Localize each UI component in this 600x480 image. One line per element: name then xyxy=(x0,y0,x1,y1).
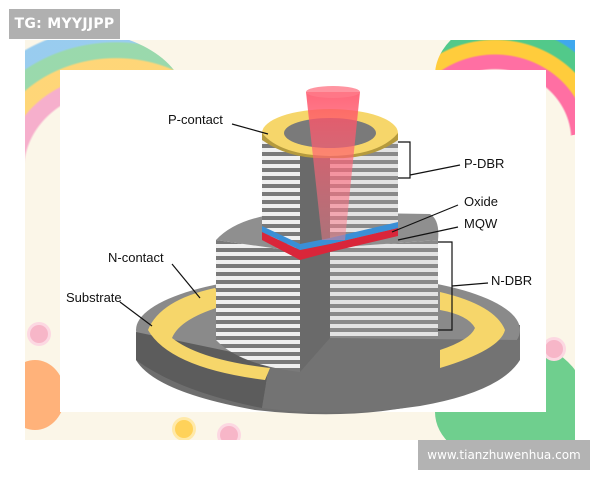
n-contact-ring-right xyxy=(440,292,505,368)
p-contact-leader xyxy=(231,123,269,135)
n-contact-label: N-contact xyxy=(108,250,164,265)
flower-icon xyxy=(545,340,563,358)
substrate-leader xyxy=(119,301,153,327)
flower-icon xyxy=(220,426,238,440)
laser-beam xyxy=(306,92,360,240)
p-dbr-bracket xyxy=(398,141,411,179)
substrate-label: Substrate xyxy=(66,290,122,305)
mqw-layer xyxy=(262,222,398,250)
n-contact-leader xyxy=(171,263,201,299)
n-contact-ring xyxy=(148,288,270,380)
laser-beam-top xyxy=(306,86,360,98)
mqw-label: MQW xyxy=(464,216,498,231)
mqw-leader xyxy=(397,226,459,241)
oxide-leader xyxy=(391,204,459,233)
p-contact-label: P-contact xyxy=(168,112,223,127)
oxide-label: Oxide xyxy=(464,194,498,209)
n-dbr-leader xyxy=(451,282,489,287)
tg-watermark-badge: TG: MYYJJPP xyxy=(9,9,120,39)
n-dbr-label: N-DBR xyxy=(491,273,532,288)
flower-icon xyxy=(175,420,193,438)
flower-icon xyxy=(30,325,48,343)
site-watermark-badge: www.tianzhuwenhua.com xyxy=(418,440,590,470)
p-dbr-leader xyxy=(409,164,461,176)
p-dbr-label: P-DBR xyxy=(464,156,504,171)
